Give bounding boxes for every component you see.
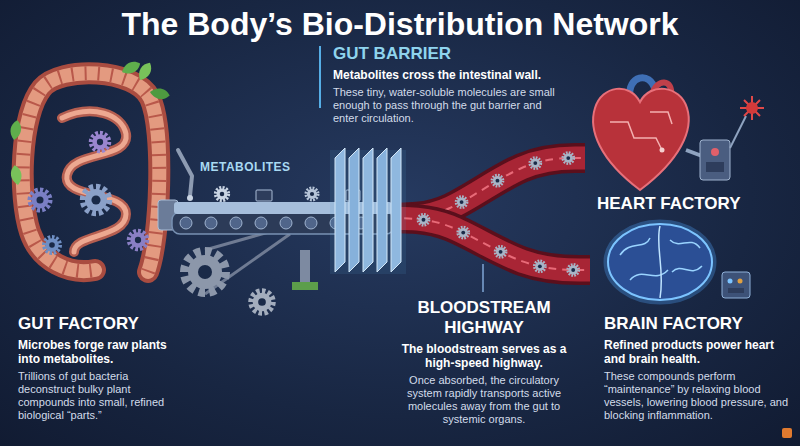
molecule-particle xyxy=(568,264,579,275)
plant-leaf xyxy=(149,87,171,101)
barrier-panel xyxy=(377,148,387,272)
factory-panel: BLOODSTREAM HIGHWAY The bloodstream serve… xyxy=(388,298,580,426)
gadget-panel xyxy=(706,162,724,172)
drive-gear xyxy=(185,252,225,292)
brain-fold xyxy=(630,270,668,280)
circuit-trace xyxy=(610,122,662,150)
inflammation-molecule xyxy=(746,102,758,114)
molecule-particle xyxy=(534,261,545,272)
drive-gear xyxy=(251,291,273,313)
barrier-panel xyxy=(335,148,345,272)
heading: BRAIN FACTORY xyxy=(604,314,789,334)
robot-arm xyxy=(178,150,192,196)
metabolite-gear xyxy=(306,188,318,200)
factory-panel: GUT BARRIER Metabolites cross the intesti… xyxy=(325,44,567,125)
body-text: Once absorbed, the circulatory system ra… xyxy=(392,374,576,426)
heading: GUT BARRIER xyxy=(333,44,563,64)
brain-gadget xyxy=(722,272,750,298)
barrier-panel xyxy=(391,148,401,272)
heading: HEART FACTORY xyxy=(597,194,756,214)
gadget-light xyxy=(711,148,719,156)
pipe xyxy=(730,116,746,148)
gear-icon xyxy=(91,133,109,151)
heading: BLOODSTREAM HIGHWAY xyxy=(392,298,576,338)
heading: GUT FACTORY xyxy=(18,314,172,334)
metabolite-chip xyxy=(256,190,272,201)
subheading: Microbes forge raw plants into metabolit… xyxy=(18,338,172,366)
gear-icon xyxy=(30,190,50,210)
brain-fold xyxy=(672,266,702,272)
subheading: The bloodstream serves as a high-speed h… xyxy=(392,342,576,370)
gear-icon xyxy=(129,231,147,249)
brain-shape xyxy=(608,224,712,300)
robot-clamp xyxy=(187,195,193,201)
body-text: These compounds perform “maintenance” by… xyxy=(604,370,789,422)
barrier-panel xyxy=(363,148,373,272)
brain-midline xyxy=(659,226,662,298)
brain-glow xyxy=(608,224,712,300)
circuit-trace xyxy=(650,112,672,124)
gear-icon xyxy=(44,237,60,253)
gadget-light xyxy=(738,279,743,284)
factory-panel: GUT FACTORY Microbes forge raw plants int… xyxy=(8,60,180,428)
subheading: Metabolites cross the intestinal wall. xyxy=(333,68,563,82)
factory-panel: HEART FACTORY xyxy=(585,70,760,220)
barrier-panel xyxy=(349,148,359,272)
piston-base xyxy=(292,282,318,290)
belt-roller xyxy=(180,217,192,229)
belt-roller xyxy=(255,217,267,229)
part-label: METABOLITES xyxy=(200,160,291,175)
plant-leaf xyxy=(135,60,154,83)
belt-roller xyxy=(305,217,317,229)
plant-leaf xyxy=(120,59,143,77)
metabolite-gear xyxy=(216,188,229,201)
plant-leaf xyxy=(9,119,23,141)
molecule-particle xyxy=(492,175,503,186)
accent-line xyxy=(319,46,321,108)
molecule-particle xyxy=(456,197,467,208)
belt-roller xyxy=(230,217,242,229)
body-text: These tiny, water-soluble molecules are … xyxy=(333,86,563,125)
molecule-particle xyxy=(458,227,469,238)
belt-roller xyxy=(205,217,217,229)
watermark-icon xyxy=(782,428,792,438)
barrier-illustration xyxy=(320,46,483,292)
colon-fill xyxy=(23,73,160,272)
colon-folds xyxy=(23,73,160,272)
gadget-panel xyxy=(728,288,744,293)
gadget-light xyxy=(728,279,733,284)
leader-line xyxy=(482,264,484,292)
gut-illustration xyxy=(9,59,178,272)
molecule-particle xyxy=(418,214,429,225)
molecule-particle xyxy=(495,246,506,257)
heart-gadget xyxy=(700,140,730,180)
belt-roller xyxy=(280,217,292,229)
colon-outline xyxy=(23,73,160,272)
body-text: Trillions of gut bacteria deconstruct bu… xyxy=(18,370,172,422)
plant-leaf xyxy=(9,164,23,186)
factory-panel: BRAIN FACTORY Refined products power hear… xyxy=(590,212,795,426)
subheading: Refined products power heart and brain h… xyxy=(604,338,789,366)
small-intestine-outline xyxy=(62,111,126,252)
brain-fold xyxy=(670,240,700,248)
circuit-node xyxy=(660,148,665,153)
molecule-spikes xyxy=(740,96,764,120)
brain-illustration xyxy=(608,224,750,300)
heart-shape xyxy=(593,89,689,190)
heart-illustration xyxy=(593,78,764,190)
small-intestine-fill xyxy=(62,111,126,252)
gear-icon xyxy=(83,187,109,213)
molecule-particle xyxy=(563,153,574,164)
molecule-particle xyxy=(530,158,541,169)
brain-fold xyxy=(620,238,650,255)
piston xyxy=(300,250,310,282)
diagram-title: The Body’s Bio-Distribution Network xyxy=(0,5,800,43)
